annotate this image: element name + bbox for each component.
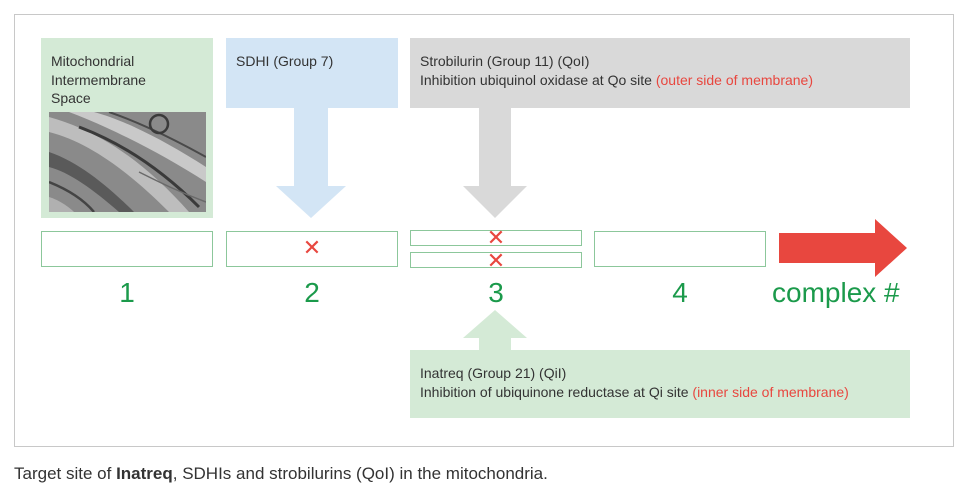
mitochondria-micrograph-image: [49, 112, 206, 212]
complex-1-cell: [41, 231, 213, 267]
caption-prefix: Target site of: [14, 464, 117, 483]
sdhi-label: SDHI (Group 7): [236, 53, 334, 69]
complex-3-upper-cell: [410, 230, 582, 246]
complex-number-label: complex #: [772, 277, 900, 308]
sdhi-panel: SDHI (Group 7): [226, 38, 398, 108]
strobilurin-panel: Strobilurin (Group 11) (QoI) Inhibition …: [410, 38, 910, 108]
complex-number-1: 1: [119, 277, 135, 308]
mito-label-line2: Intermembrane: [51, 71, 146, 88]
qo-inhibition-x-icon: ✕: [486, 225, 506, 250]
complex-number-3: 3: [488, 277, 504, 308]
strobilurin-description: Inhibition ubiquinol oxidase at Qo site: [420, 71, 656, 88]
inatreq-description: Inhibition of ubiquinone reductase at Qi…: [420, 383, 693, 400]
qi-inhibition-x-icon: ✕: [486, 248, 506, 273]
complex-4-cell: [594, 231, 766, 267]
inatreq-panel: Inatreq (Group 21) (QiI) Inhibition of u…: [410, 350, 910, 418]
caption-suffix: , SDHIs and strobilurins (QoI) in the mi…: [172, 464, 548, 483]
complex-3-lower-cell: [410, 252, 582, 268]
strobilurin-down-arrow: [463, 108, 527, 218]
complex-number-2: 2: [304, 277, 320, 308]
strobilurin-label: Strobilurin (Group 11) (QoI): [420, 53, 590, 69]
complex-number-4: 4: [672, 277, 688, 308]
complex-2-cell: ✕: [226, 231, 398, 267]
sdhi-down-arrow: [276, 108, 346, 218]
mitochondrial-space-panel: Mitochondrial Intermembrane Space: [41, 38, 213, 218]
red-right-arrow: [779, 219, 907, 277]
figure-caption: Target site of Inatreq, SDHIs and strobi…: [14, 464, 548, 484]
inatreq-label: Inatreq (Group 21) (QiI): [420, 365, 567, 381]
mito-label-line3: Space: [51, 90, 91, 106]
strobilurin-site-note: (outer side of membrane): [655, 71, 814, 88]
caption-bold-term: Inatreq: [116, 464, 173, 483]
sdhi-inhibition-x-icon: ✕: [302, 235, 322, 260]
mito-label-line1: Mitochondrial: [51, 53, 135, 69]
inatreq-site-note: (inner side of membrane): [692, 383, 849, 400]
inatreq-up-arrow: [463, 310, 527, 350]
